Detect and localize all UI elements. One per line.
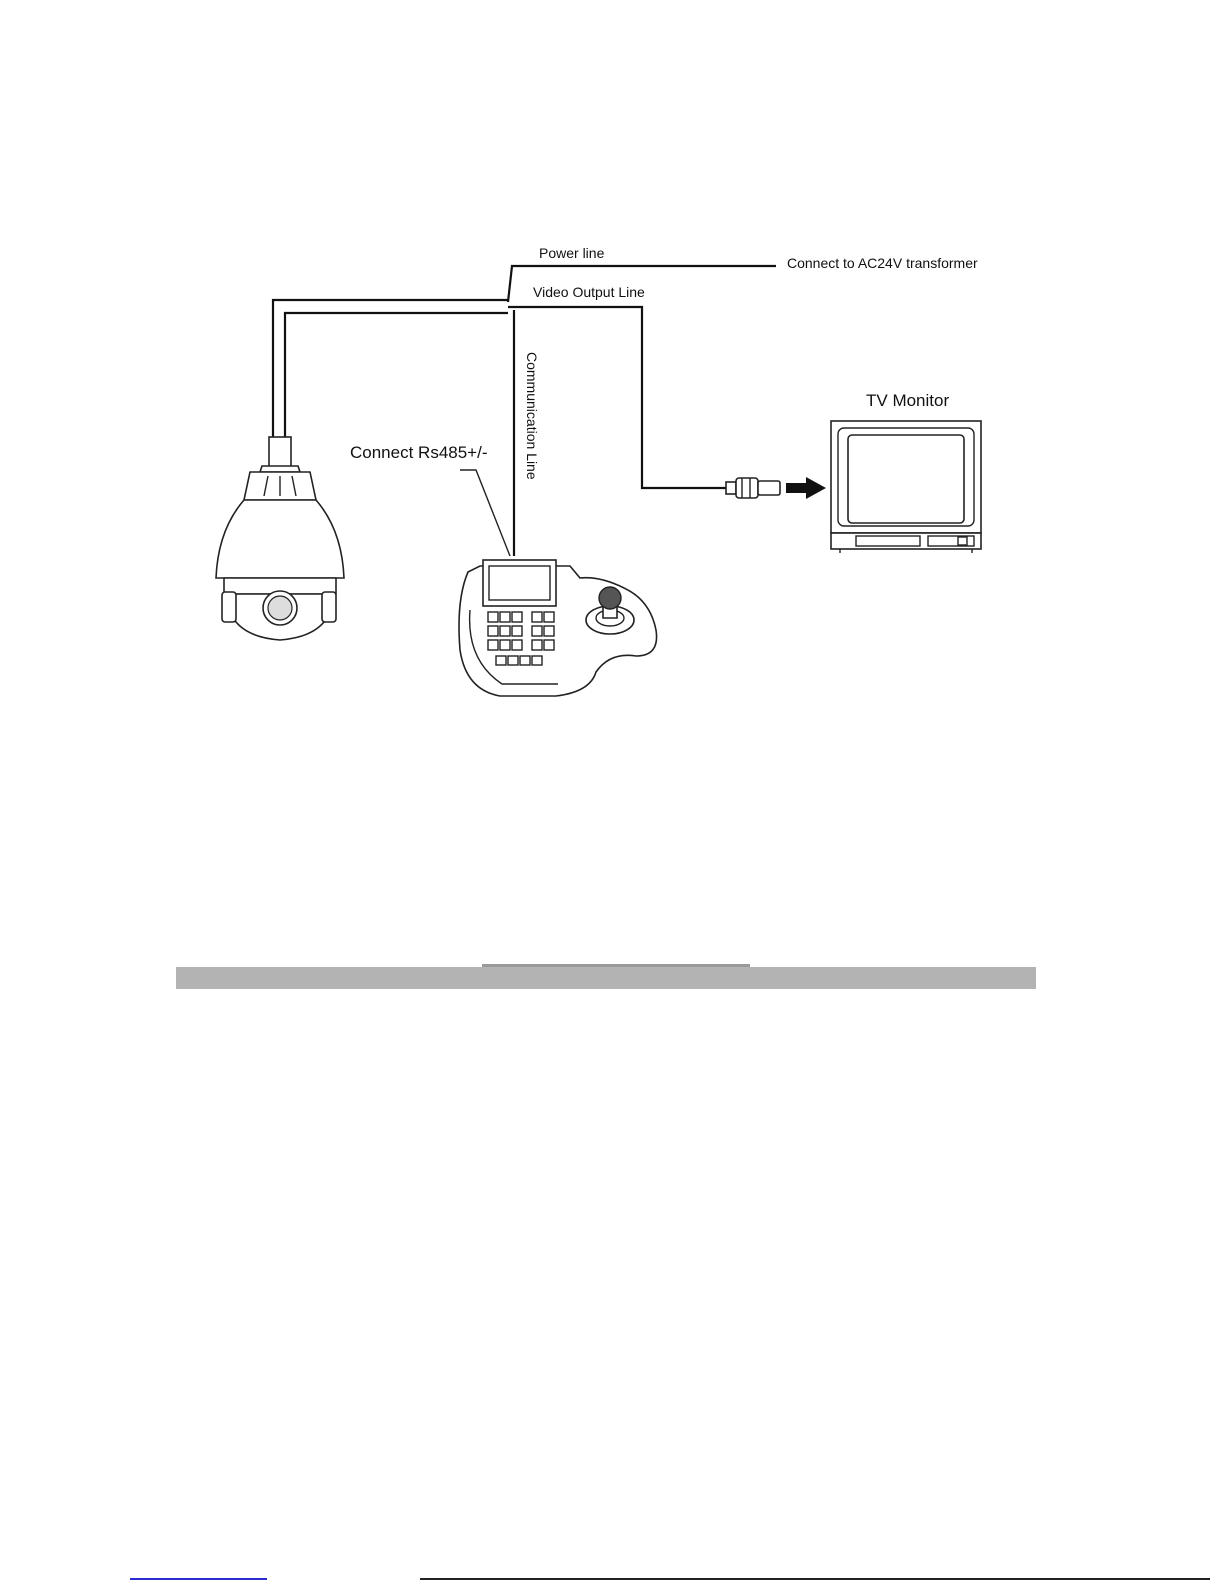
bnc-connector (726, 478, 780, 498)
communication-label: Communication Line (524, 352, 540, 480)
footer-bar (176, 967, 1036, 989)
camera-cable-outer (273, 300, 508, 438)
tv-monitor (831, 421, 981, 553)
footer-rule (420, 1578, 1210, 1580)
speed-dome-camera (216, 437, 344, 640)
keyboard-controller (459, 560, 657, 696)
rs485-label: Connect Rs485+/- (350, 443, 488, 462)
footer-link-underline (130, 1578, 267, 1580)
video-output-label: Video Output Line (533, 284, 645, 300)
transformer-label: Connect to AC24V transformer (787, 255, 978, 271)
rs485-leader-line (460, 470, 510, 556)
tv-monitor-label: TV Monitor (866, 391, 949, 410)
camera-cable-inner (285, 313, 508, 438)
signal-arrow-icon (786, 477, 826, 499)
power-line-label: Power line (539, 245, 605, 261)
